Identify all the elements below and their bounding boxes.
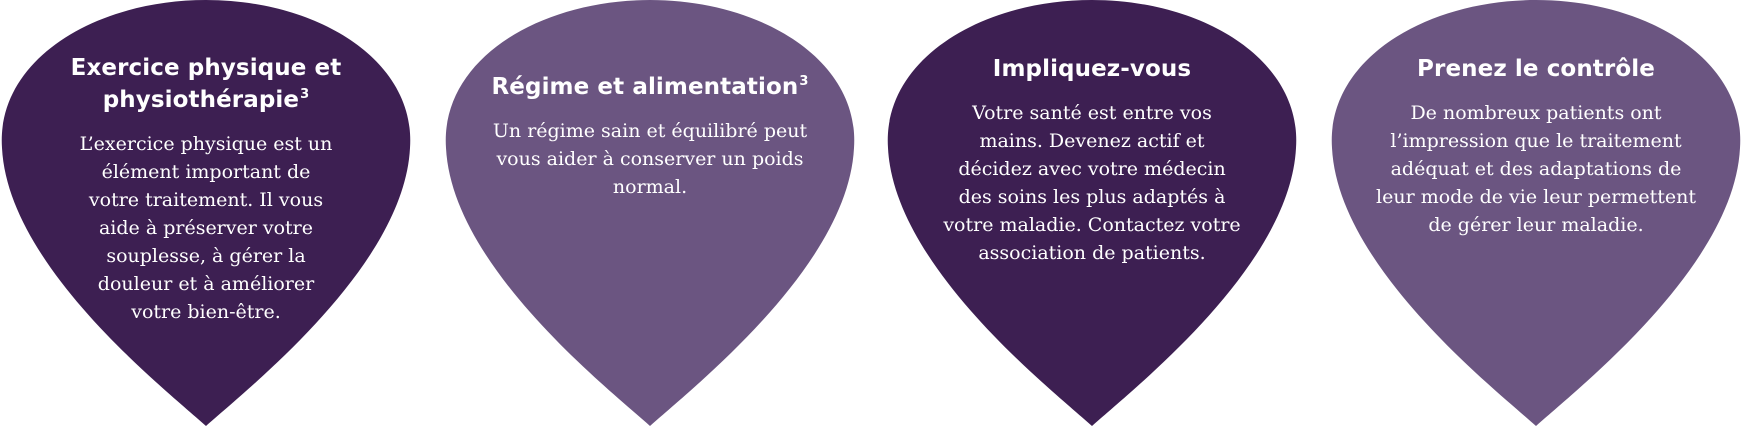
card-body: L’exercice physique est un élément impor… xyxy=(79,133,333,323)
card-body: Un régime sain et équilibré peut vous ai… xyxy=(492,120,808,198)
card-body: De nombreux patients ont l’impression qu… xyxy=(1376,102,1696,236)
drop-shape xyxy=(1331,0,1741,426)
drop-shape xyxy=(445,0,855,426)
card-title: Exercice physique et physiothérapie3 xyxy=(70,55,342,113)
card-exercise: Exercice physique et physiothérapie3 L’e… xyxy=(0,0,412,428)
card-title: Impliquez-vous xyxy=(992,56,1192,82)
drop-shape xyxy=(1,0,411,426)
footnote-ref: 3 xyxy=(799,74,809,90)
card-body: Votre santé est entre vos mains. Devenez… xyxy=(943,102,1241,264)
card-diet: Régime et alimentation3 Un régime sain e… xyxy=(444,0,856,428)
card-title: Régime et alimentation3 xyxy=(491,74,809,100)
card-take-control: Prenez le contrôle De nombreux patients … xyxy=(1330,0,1741,428)
drop-shape xyxy=(887,0,1297,426)
card-get-involved: Impliquez-vous Votre santé est entre vos… xyxy=(886,0,1298,428)
footnote-ref: 3 xyxy=(300,87,310,103)
card-title: Prenez le contrôle xyxy=(1417,56,1655,82)
